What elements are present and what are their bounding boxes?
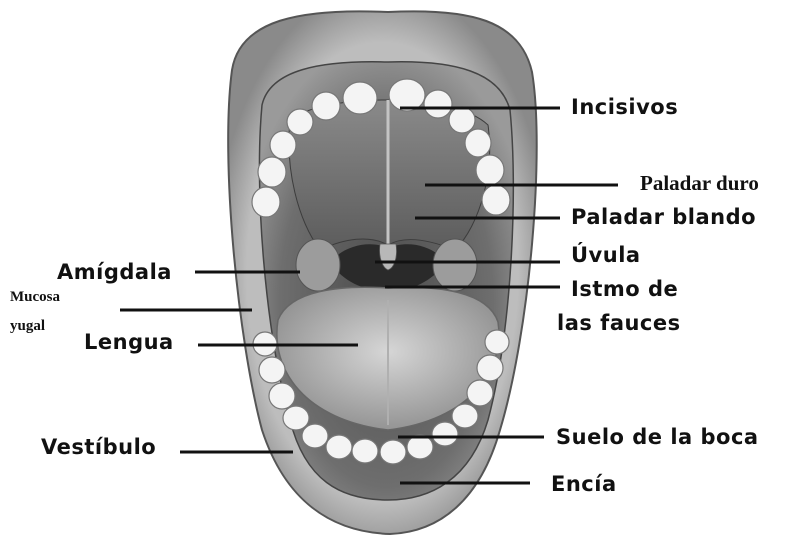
label-istmo-line1: Istmo de bbox=[571, 279, 678, 300]
label-mucosa-line2: yugal bbox=[10, 319, 45, 334]
label-amigdala: Amígdala bbox=[57, 262, 172, 283]
label-mucosa-line1: Mucosa bbox=[10, 290, 60, 305]
label-uvula: Úvula bbox=[571, 245, 641, 266]
label-lengua: Lengua bbox=[84, 332, 174, 353]
label-vestibulo: Vestíbulo bbox=[41, 437, 156, 458]
tonsil-left bbox=[296, 239, 340, 291]
label-paladar-duro: Paladar duro bbox=[640, 173, 759, 194]
label-paladar-blando: Paladar blando bbox=[571, 207, 756, 228]
label-encia: Encía bbox=[551, 474, 617, 495]
tonsil-right bbox=[433, 239, 477, 291]
label-suelo-de-la-boca: Suelo de la boca bbox=[556, 427, 759, 448]
label-istmo-line2: las fauces bbox=[557, 313, 681, 334]
label-incisivos: Incisivos bbox=[571, 97, 678, 118]
